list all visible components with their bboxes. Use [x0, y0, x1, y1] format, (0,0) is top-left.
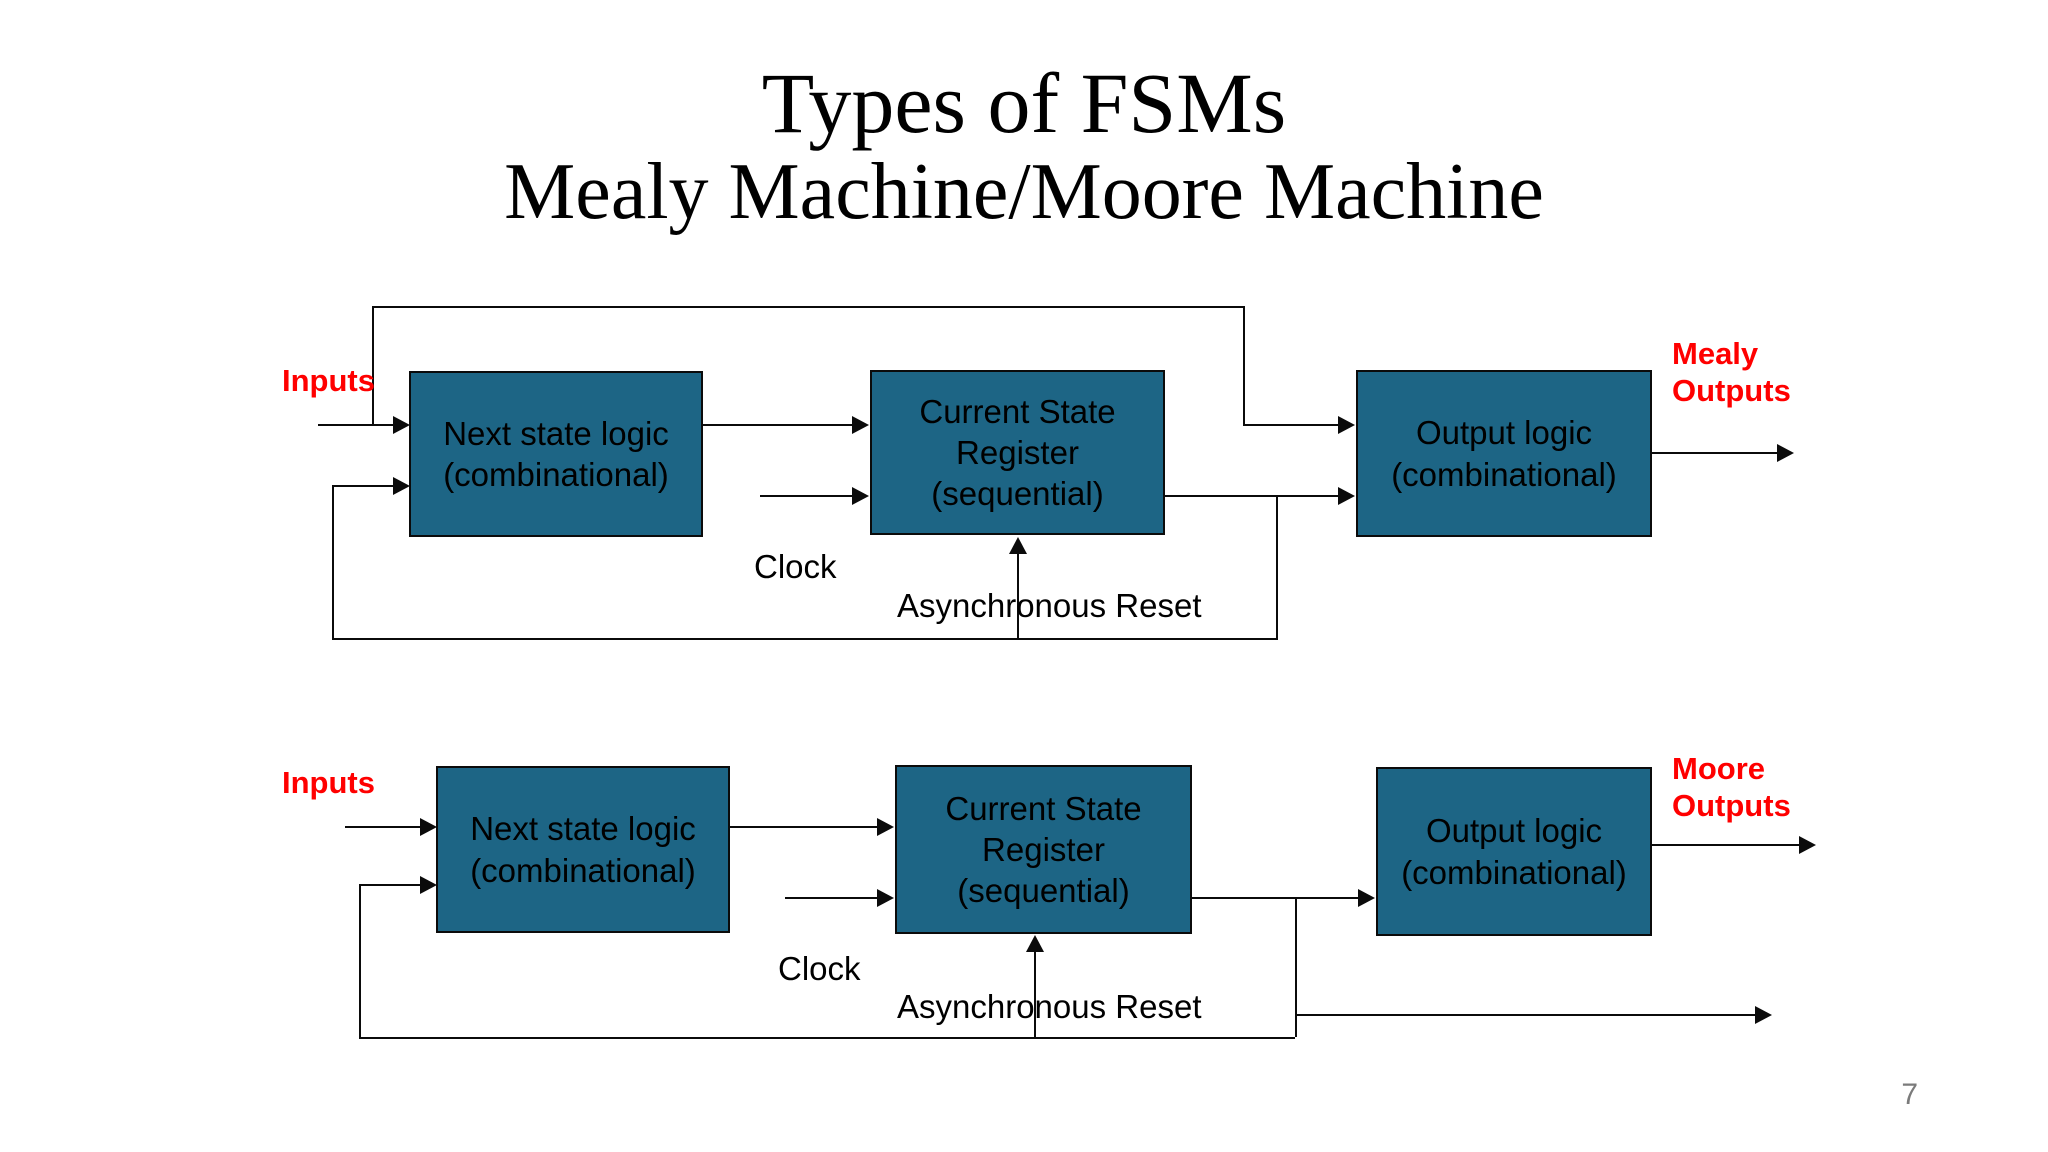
- mealy-input-to-output-vertical: [1243, 306, 1245, 424]
- moore-output-logic-line2: (combinational): [1401, 853, 1627, 891]
- moore-output-logic-line1: Output logic: [1425, 812, 1603, 850]
- moore-register-line1: Current State: [945, 789, 1142, 827]
- mealy-register-to-output-arrowhead: [1338, 487, 1355, 505]
- moore-outputs-label-line2: Outputs: [1672, 787, 1791, 823]
- moore-feedback-into-nextstate-arrowhead: [420, 876, 437, 894]
- mealy-register-line1: Current State: [919, 392, 1116, 430]
- moore-register-line3: (sequential): [957, 872, 1130, 910]
- moore-state-output-far-connector: [1295, 1014, 1297, 1037]
- mealy-outputs-label: Mealy Outputs: [1672, 336, 1791, 409]
- page-number: 7: [1901, 1078, 1918, 1111]
- mealy-next-state-logic-block[interactable]: Next state logic (combinational): [409, 371, 703, 537]
- moore-feedback-into-nextstate-line: [359, 884, 420, 886]
- moore-reset-label: Asynchronous Reset: [897, 988, 1202, 1025]
- moore-register-output-line: [1192, 897, 1358, 899]
- mealy-output-logic-line1: Output logic: [1415, 414, 1593, 452]
- moore-reset-arrowhead: [1026, 935, 1044, 952]
- mealy-register-line2: Register: [956, 433, 1079, 471]
- mealy-register-output-line: [1165, 495, 1338, 497]
- moore-clock-arrowhead: [877, 889, 894, 907]
- moore-inputs-label: Inputs: [282, 765, 375, 800]
- moore-outputs-label-line1: Moore: [1672, 751, 1765, 786]
- moore-reset-line: [1034, 950, 1036, 1038]
- mealy-feedback-bottom-horizontal: [332, 638, 1278, 640]
- mealy-feedback-into-nextstate-arrowhead: [393, 477, 410, 495]
- moore-next-state-logic-line1: Next state logic: [470, 810, 696, 848]
- moore-state-output-far-arrowhead: [1755, 1006, 1772, 1024]
- moore-output-arrowhead: [1799, 836, 1816, 854]
- mealy-outputs-label-line1: Mealy: [1672, 336, 1759, 371]
- mealy-output-logic-line2: (combinational): [1391, 455, 1617, 493]
- mealy-input-to-output-horizontal: [1243, 424, 1338, 426]
- moore-feedback-right-vertical: [1295, 897, 1297, 1037]
- mealy-current-state-register-block[interactable]: Current State Register (sequential): [870, 370, 1165, 535]
- moore-current-state-register-block[interactable]: Current State Register (sequential): [895, 765, 1192, 934]
- mealy-inputs-arrow-line: [318, 424, 393, 426]
- mealy-feedback-right-vertical: [1276, 495, 1278, 638]
- mealy-clock-label: Clock: [754, 548, 837, 585]
- moore-inputs-arrowhead: [420, 818, 437, 836]
- mealy-inputs-arrowhead: [393, 416, 410, 434]
- mealy-reset-line: [1017, 552, 1019, 638]
- mealy-register-line3: (sequential): [931, 475, 1104, 513]
- moore-feedback-left-vertical: [359, 884, 361, 1037]
- page-subtitle: Mealy Machine/Moore Machine: [504, 147, 1544, 236]
- moore-register-to-output-arrowhead: [1358, 889, 1375, 907]
- slide-title-block: Types of FSMs Mealy Machine/Moore Machin…: [0, 55, 2048, 236]
- mealy-next-state-logic-line2: (combinational): [443, 456, 669, 493]
- mealy-next-state-logic-line1: Next state logic: [443, 414, 669, 452]
- moore-state-output-far-line: [1295, 1014, 1755, 1016]
- mealy-nextstate-to-register-arrowhead: [852, 416, 869, 434]
- moore-register-line2: Register: [982, 830, 1105, 868]
- mealy-output-arrow-line: [1652, 452, 1777, 454]
- mealy-clock-arrowhead: [852, 487, 869, 505]
- mealy-reset-label: Asynchronous Reset: [897, 587, 1202, 624]
- mealy-input-branch-vertical: [372, 306, 374, 426]
- mealy-output-arrowhead: [1777, 444, 1794, 462]
- page-title: Types of FSMs: [761, 55, 1287, 151]
- mealy-clock-line: [760, 495, 852, 497]
- moore-output-arrow-line: [1652, 844, 1799, 846]
- moore-clock-line: [785, 897, 877, 899]
- mealy-feedback-into-nextstate-line: [332, 485, 393, 487]
- moore-next-state-logic-block[interactable]: Next state logic (combinational): [436, 766, 730, 933]
- mealy-inputs-label: Inputs: [282, 363, 375, 398]
- mealy-feedback-left-vertical: [332, 485, 334, 638]
- mealy-nextstate-to-register-line: [703, 424, 852, 426]
- moore-inputs-arrow-line: [345, 826, 420, 828]
- moore-nextstate-to-register-line: [730, 826, 877, 828]
- moore-output-logic-block[interactable]: Output logic (combinational): [1376, 767, 1652, 936]
- mealy-outputs-label-line2: Outputs: [1672, 372, 1791, 408]
- mealy-output-logic-block[interactable]: Output logic (combinational): [1356, 370, 1652, 537]
- mealy-input-to-output-arrowhead: [1338, 416, 1355, 434]
- moore-nextstate-to-register-arrowhead: [877, 818, 894, 836]
- moore-clock-label: Clock: [778, 950, 861, 987]
- mealy-input-top-horizontal: [372, 306, 1245, 308]
- moore-next-state-logic-line2: (combinational): [470, 851, 696, 889]
- mealy-reset-arrowhead: [1009, 537, 1027, 554]
- moore-outputs-label: Moore Outputs: [1672, 751, 1791, 824]
- moore-feedback-bottom-horizontal: [359, 1037, 1295, 1039]
